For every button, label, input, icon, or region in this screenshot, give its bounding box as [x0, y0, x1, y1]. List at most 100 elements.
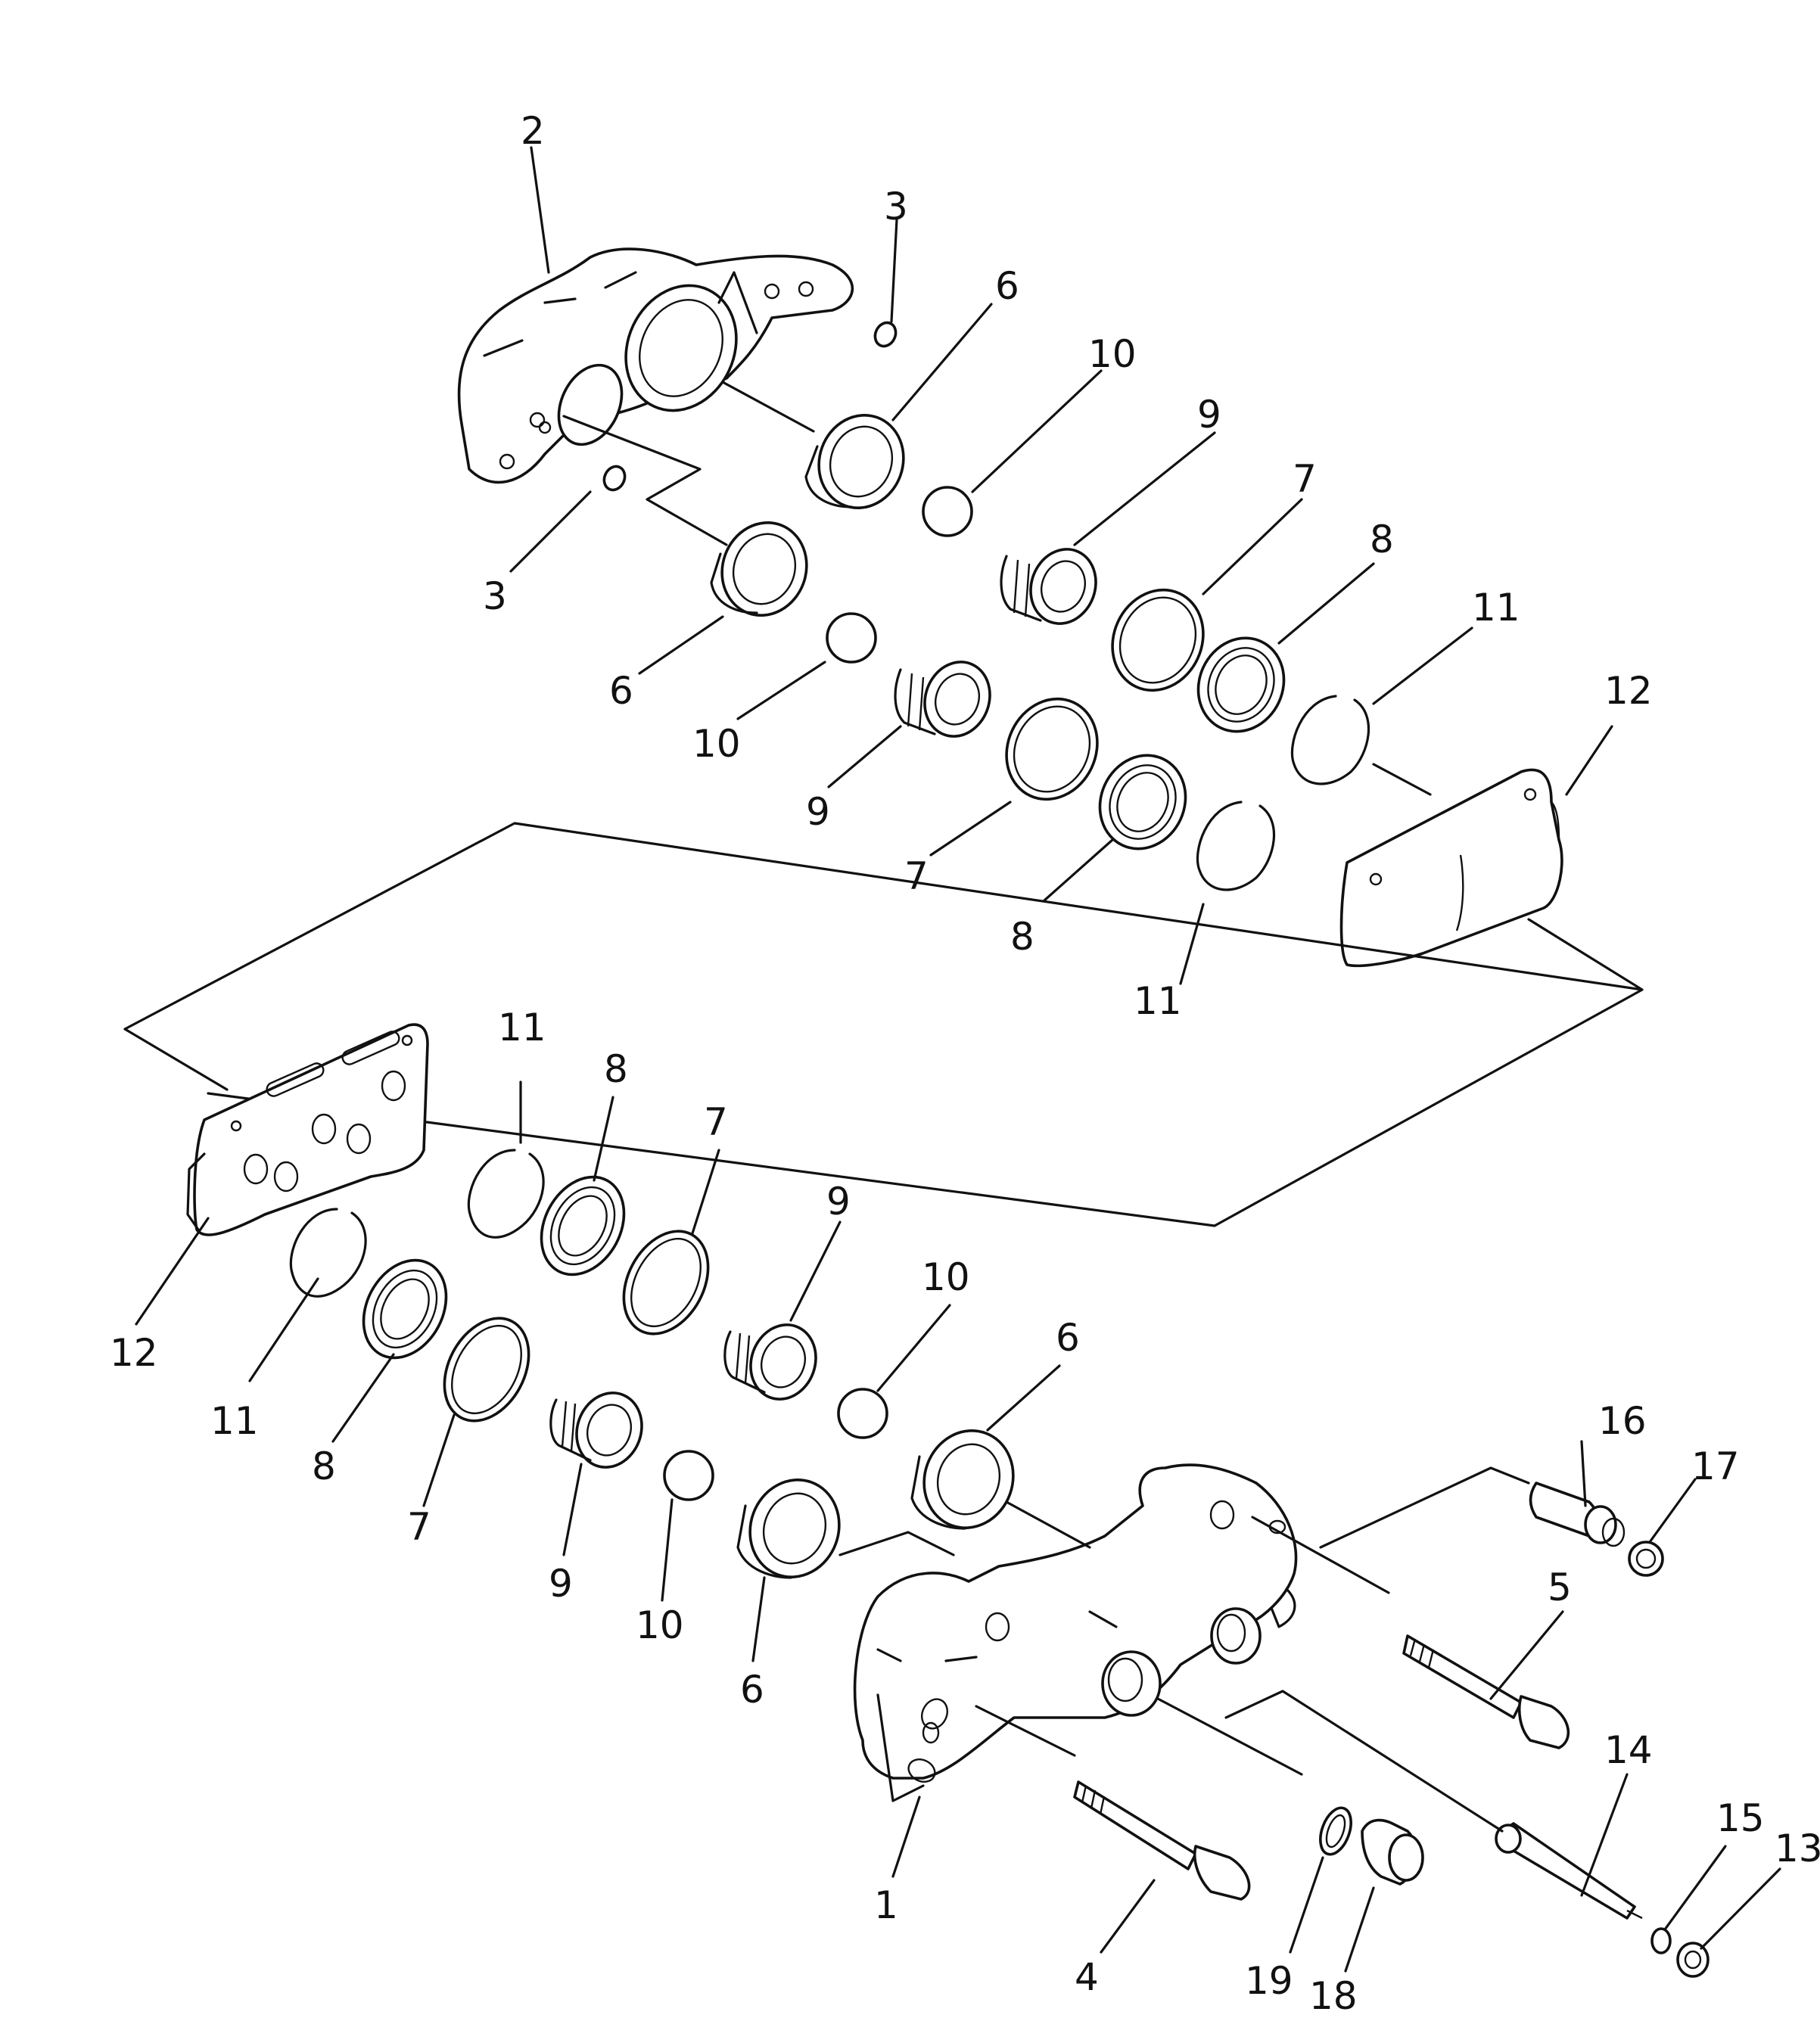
leader-2	[530, 146, 550, 274]
lower-seal-8b	[362, 1258, 448, 1360]
leader-9d	[562, 1463, 583, 1556]
callout-4: 4	[1075, 1955, 1099, 1999]
bleeder-screw-16	[1529, 1482, 1626, 1547]
callout-7-lower-a: 7	[704, 1100, 728, 1144]
leader-8d	[331, 1353, 395, 1443]
upper-o-ring-a	[873, 321, 898, 348]
assembly-connecting-line	[123, 822, 1644, 1227]
upper-ball-b	[826, 612, 877, 664]
lower-guide-f	[1224, 1690, 1504, 1833]
callout-8-upper-b: 8	[1010, 915, 1034, 959]
callout-10-lower-b: 10	[636, 1603, 684, 1647]
washer-15	[1650, 1927, 1672, 1954]
leader-3a	[890, 218, 898, 323]
callout-8-lower-a: 8	[604, 1047, 628, 1091]
lower-guide-c	[1251, 1516, 1390, 1594]
upper-ball-a	[922, 486, 973, 537]
callout-9-lower-a: 9	[826, 1180, 851, 1224]
leader-19	[1289, 1856, 1324, 1954]
leader-14	[1580, 1773, 1629, 1897]
callout-12-upper: 12	[1604, 669, 1653, 713]
lower-plunger-b	[549, 1391, 643, 1469]
upper-snap-ring-a	[1290, 695, 1370, 785]
upper-seal-8a	[1196, 636, 1286, 733]
lower-ball-b	[663, 1450, 714, 1501]
lower-guide-b	[1005, 1500, 1091, 1549]
lower-plunger-a	[723, 1323, 817, 1401]
upper-piston-seal-a	[804, 413, 905, 510]
lower-seal-8a	[540, 1175, 626, 1276]
leader-8b	[1043, 838, 1114, 902]
lower-piston-seal-b	[736, 1478, 841, 1579]
callout-8-lower-b: 8	[312, 1444, 336, 1488]
leader-18	[1344, 1886, 1375, 1973]
callout-7-upper-a: 7	[1293, 457, 1317, 501]
bolt-4	[1073, 1780, 1251, 1901]
upper-guide-c	[1372, 763, 1432, 796]
callout-9-upper-a: 9	[1197, 393, 1221, 437]
leader-10d	[661, 1498, 674, 1602]
leader-15	[1663, 1845, 1727, 1931]
leader-11d	[248, 1277, 319, 1382]
callout-5: 5	[1548, 1566, 1572, 1609]
leader-10b	[736, 661, 826, 720]
lower-brake-pad	[186, 1023, 429, 1236]
leader-11a	[1372, 627, 1473, 705]
callout-1: 1	[874, 1883, 898, 1927]
lower-snap-ring-b	[289, 1208, 367, 1298]
lower-piston-seal-a	[910, 1429, 1015, 1530]
callout-8-upper-a: 8	[1370, 518, 1394, 561]
callout-9-lower-b: 9	[549, 1562, 573, 1606]
callout-6-upper-b: 6	[609, 669, 633, 713]
callout-18: 18	[1309, 1974, 1358, 2014]
pin-14	[1495, 1822, 1643, 1920]
callout-6-lower-a: 6	[1056, 1316, 1080, 1360]
callout-14: 14	[1604, 1728, 1653, 1772]
callout-16: 16	[1598, 1399, 1647, 1443]
leader-8a	[1277, 562, 1375, 645]
upper-caliper-housing	[457, 247, 854, 484]
lower-guide-e	[1156, 1697, 1303, 1776]
callout-3-upper: 3	[884, 185, 908, 229]
leader-10a	[971, 369, 1103, 493]
leader-6c	[986, 1364, 1061, 1432]
leader-17	[1648, 1478, 1697, 1544]
leader-4	[1100, 1879, 1156, 1954]
leader-16	[1580, 1440, 1587, 1507]
callout-11-lower-a: 11	[498, 1006, 546, 1049]
leader-5	[1489, 1610, 1564, 1700]
callout-10-upper-b: 10	[692, 722, 741, 766]
leader-12b	[135, 1217, 210, 1326]
lower-guide-g	[975, 1705, 1076, 1757]
upper-plunger-b	[894, 661, 991, 738]
leader-7c	[691, 1149, 720, 1235]
leader-7b	[929, 801, 1012, 857]
leader-8c	[593, 1096, 614, 1182]
leader-6d	[751, 1576, 766, 1662]
callout-6-upper-a: 6	[995, 264, 1019, 308]
callout-10-lower-a: 10	[922, 1255, 970, 1299]
lower-caliper-housing	[853, 1463, 1298, 1802]
callout-11-lower-b: 11	[210, 1399, 259, 1443]
leader-10c	[876, 1304, 951, 1392]
upper-piston-seal-b	[710, 521, 808, 617]
leader-7d	[422, 1413, 456, 1507]
callout-19: 19	[1245, 1959, 1293, 2003]
callout-17: 17	[1691, 1444, 1740, 1488]
upper-seal-8b	[1098, 754, 1187, 850]
upper-plunger-a	[1000, 548, 1097, 625]
upper-brake-pad	[1339, 768, 1563, 968]
cap-17	[1628, 1541, 1664, 1577]
callout-7-upper-b: 7	[904, 854, 929, 898]
callout-7-lower-b: 7	[407, 1505, 431, 1549]
o-ring-19	[1319, 1806, 1352, 1856]
nut-13	[1676, 1942, 1710, 1978]
callout-2: 2	[521, 109, 545, 153]
leader-12a	[1565, 725, 1613, 796]
lower-ring-7b	[443, 1317, 530, 1423]
callout-15: 15	[1716, 1796, 1765, 1840]
callout-12-lower: 12	[110, 1331, 158, 1375]
callout-6-lower-b: 6	[740, 1668, 764, 1712]
leader-9c	[789, 1220, 842, 1322]
leader-6b	[638, 615, 724, 675]
